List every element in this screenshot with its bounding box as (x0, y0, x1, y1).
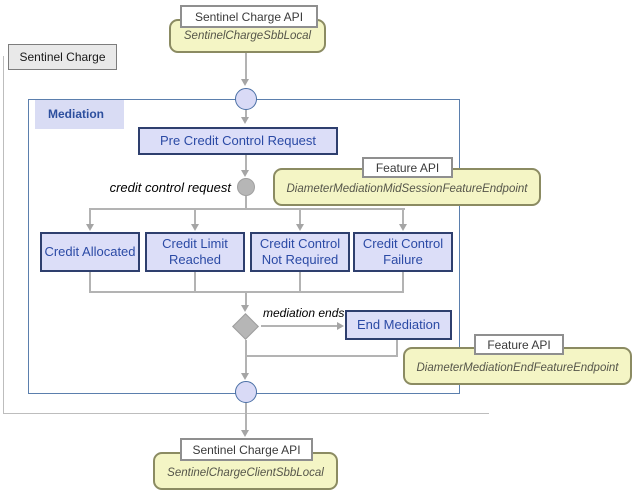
connector-line (245, 53, 247, 80)
node-pre-credit-control: Pre Credit Control Request (138, 127, 338, 155)
mediation-label: Mediation (35, 100, 124, 129)
connector-line (89, 208, 91, 225)
connector-line (299, 208, 301, 225)
feature-endpoint-mid-text: DiameterMediationMidSessionFeatureEndpoi… (286, 183, 528, 195)
edge-label-credit-control-request: credit control request (109, 180, 231, 195)
node-credit-limit-reached: Credit Limit Reached (145, 232, 245, 272)
connector-line (245, 110, 247, 118)
api-title-box-top: Sentinel Charge API (180, 5, 318, 28)
feature-endpoint-box-mid: DiameterMediationMidSessionFeatureEndpoi… (273, 168, 541, 206)
connector-line (194, 272, 196, 293)
arrow-down-icon (241, 170, 249, 177)
connector-line (245, 403, 247, 431)
connector-line (245, 291, 247, 306)
connector-line (402, 208, 404, 225)
api-title-box-bottom: Sentinel Charge API (180, 438, 313, 461)
decision-circle (237, 178, 255, 196)
api-title-top-text: Sentinel Charge API (194, 9, 304, 24)
connector-line (299, 272, 301, 293)
edge-label-mediation-ends: mediation ends (263, 306, 345, 320)
connector-line (245, 355, 398, 357)
arrow-down-icon (241, 79, 249, 86)
node-credit-allocated: Credit Allocated (40, 232, 140, 272)
connector-line (89, 208, 405, 210)
connector-line (245, 155, 247, 171)
node-credit-control-failure: Credit Control Failure (353, 232, 453, 272)
sbb-local-top-text: SentinelChargeSbbLocal (183, 30, 312, 42)
arrow-down-icon (241, 430, 249, 437)
connector-line (245, 340, 247, 374)
connector-line (194, 208, 196, 225)
arrow-down-icon (241, 117, 249, 124)
connector-line (261, 325, 337, 327)
arrow-down-icon (296, 224, 304, 231)
node-credit-control-not-required: Credit Control Not Required (250, 232, 350, 272)
arrow-down-icon (191, 224, 199, 231)
connector-line (245, 196, 247, 210)
arrow-right-icon (337, 322, 344, 330)
api-title-bottom-text: Sentinel Charge API (192, 442, 301, 457)
sentinel-charge-label: Sentinel Charge (8, 44, 117, 70)
connector-line (402, 272, 404, 293)
sbb-local-bottom-text: SentinelChargeClientSbbLocal (167, 467, 324, 479)
connector-line (89, 272, 91, 293)
connector-line (396, 340, 398, 357)
arrow-down-icon (399, 224, 407, 231)
arrow-down-icon (241, 373, 249, 380)
state-circle-bottom (235, 381, 257, 403)
feature-api-title-box-mid: Feature API (362, 157, 453, 178)
state-circle-top (235, 88, 257, 110)
feature-api-title-mid-text: Feature API (375, 160, 440, 175)
arrow-down-icon (241, 305, 249, 312)
feature-api-title-box-end: Feature API (474, 334, 564, 355)
arrow-down-icon (86, 224, 94, 231)
feature-endpoint-end-text: DiameterMediationEndFeatureEndpoint (416, 362, 619, 374)
feature-api-title-end-text: Feature API (487, 337, 551, 352)
node-end-mediation: End Mediation (345, 310, 452, 340)
